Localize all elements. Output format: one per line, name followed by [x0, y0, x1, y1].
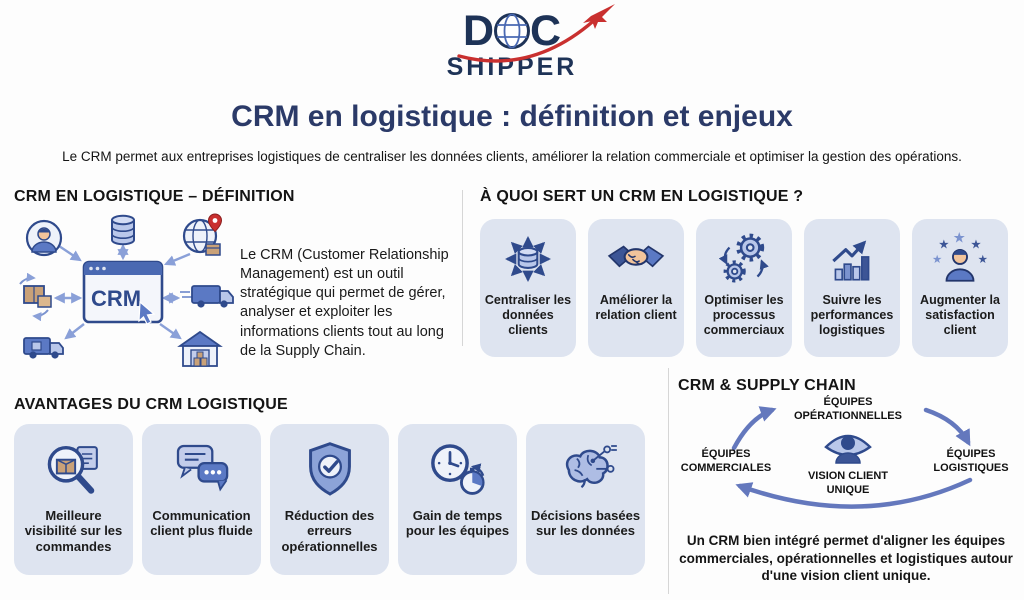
crm-browser-window: CRM: [82, 260, 164, 325]
divider-bottom: [668, 368, 669, 594]
card-label: Améliorer la relation client: [595, 293, 677, 322]
advantages-heading: AVANTAGES DU CRM LOGISTIQUE: [14, 396, 288, 413]
clock-stopwatch-icon: [426, 424, 490, 508]
globe-icon: [494, 13, 530, 49]
node-equipes-operationnelles: ÉQUIPES OPÉRATIONNELLES: [794, 396, 902, 422]
logo-shipper-text: SHIPPER: [446, 53, 578, 81]
node-equipes-logistiques: ÉQUIPES LOGISTIQUES: [933, 448, 1009, 474]
advantages-card-row: Meilleure visibilité sur les commandes C…: [14, 424, 645, 575]
card-label: Optimiser les processus commerciaux: [703, 293, 785, 337]
definition-text: Le CRM (Customer Relationship Management…: [240, 247, 449, 359]
arrow-operational-logistics: [923, 407, 971, 447]
card-label: Décisions basées sur les données: [530, 508, 641, 539]
page-title: CRM en logistique : définition et enjeux: [231, 100, 793, 133]
card-label: Communication client plus fluide: [150, 508, 253, 539]
crm-label: CRM: [91, 286, 141, 311]
card-communication: Communication client plus fluide: [142, 424, 261, 575]
node-vision-client-unique: VISION CLIENT UNIQUE: [807, 470, 889, 496]
eye-person-icon: [824, 430, 872, 473]
arrow-crm-warehouse: [159, 323, 182, 340]
globe-pin-icon: [182, 213, 223, 256]
supply-chain-cycle-diagram: ÉQUIPES OPÉRATIONNELLES ÉQUIPES COMMERCI…: [678, 396, 1018, 532]
cycle-arrows: [731, 406, 973, 509]
magnifier-package-icon: [42, 424, 106, 508]
svg-text:★: ★: [953, 230, 966, 246]
card-centraliser: Centraliser les données clients: [480, 219, 576, 357]
brain-network-icon: [554, 424, 618, 508]
chart-growth-icon: [823, 219, 881, 293]
database-icon: [111, 214, 135, 246]
crm-ecosystem-illustration: CRM: [19, 213, 234, 367]
logo-letter-d: D: [462, 7, 494, 55]
cursor-icon: [138, 300, 156, 325]
logo-wordmark: D C: [457, 4, 615, 63]
arrow-globe-crm: [163, 252, 191, 266]
arrow-commercial-operational: [731, 406, 777, 451]
svg-text:★: ★: [938, 238, 949, 252]
card-relation: Améliorer la relation client: [588, 219, 684, 357]
node-equipes-commerciales: ÉQUIPES COMMERCIALES: [680, 448, 772, 474]
database-arrows-icon: [499, 219, 557, 293]
truck-icon: [180, 285, 234, 308]
card-decisions: Décisions basées sur les données: [526, 424, 645, 575]
card-performances: Suivre les performances logistiques: [804, 219, 900, 357]
customer-stars-icon: ★ ★ ★ ★ ★: [931, 219, 989, 293]
card-label: Meilleure visibilité sur les commandes: [24, 508, 123, 554]
svg-text:★: ★: [932, 254, 942, 266]
handshake-icon: [607, 219, 665, 293]
arrow-crm-delivery: [64, 323, 85, 340]
card-gain-temps: Gain de temps pour les équipes: [398, 424, 517, 575]
uses-heading: À QUOI SERT UN CRM EN LOGISTIQUE ?: [480, 188, 804, 205]
divider-top: [462, 190, 463, 346]
uses-card-row: Centraliser les données clients Améliore…: [480, 219, 1008, 357]
arrow-person-crm: [58, 245, 82, 262]
docshipper-logo: D C SHIPPER: [0, 4, 1024, 82]
delivery-truck-icon: [23, 337, 64, 359]
chat-bubbles-icon: [170, 424, 234, 508]
shield-check-icon: [298, 424, 362, 508]
card-satisfaction: ★ ★ ★ ★ ★ Augmenter la satisfaction clie…: [912, 219, 1008, 357]
supply-chain-heading: CRM & SUPPLY CHAIN: [678, 377, 856, 394]
card-visibilite: Meilleure visibilité sur les commandes: [14, 424, 133, 575]
logo-letter-c: C: [530, 7, 562, 55]
svg-text:★: ★: [978, 254, 988, 266]
supply-chain-text: Un CRM bien intégré permet d'aligner les…: [679, 533, 1013, 584]
definition-heading: CRM EN LOGISTIQUE – DÉFINITION: [14, 188, 295, 205]
package-icon: [19, 272, 52, 322]
card-label: Suivre les performances logistiques: [810, 293, 894, 337]
person-icon: [25, 219, 63, 257]
page-subtitle: Le CRM permet aux entreprises logistique…: [62, 149, 962, 164]
arrow-logistics-commercial: [735, 477, 973, 509]
card-label: Réduction des erreurs opérationnelles: [281, 508, 378, 554]
card-label: Centraliser les données clients: [484, 293, 572, 337]
card-label: Augmenter la satisfaction client: [920, 293, 1000, 337]
card-processus: Optimiser les processus commerciaux: [696, 219, 792, 357]
gears-icon: [715, 219, 773, 293]
svg-text:★: ★: [970, 238, 981, 252]
card-label: Gain de temps pour les équipes: [405, 508, 510, 539]
card-erreurs: Réduction des erreurs opérationnelles: [270, 424, 389, 575]
warehouse-icon: [177, 330, 223, 367]
